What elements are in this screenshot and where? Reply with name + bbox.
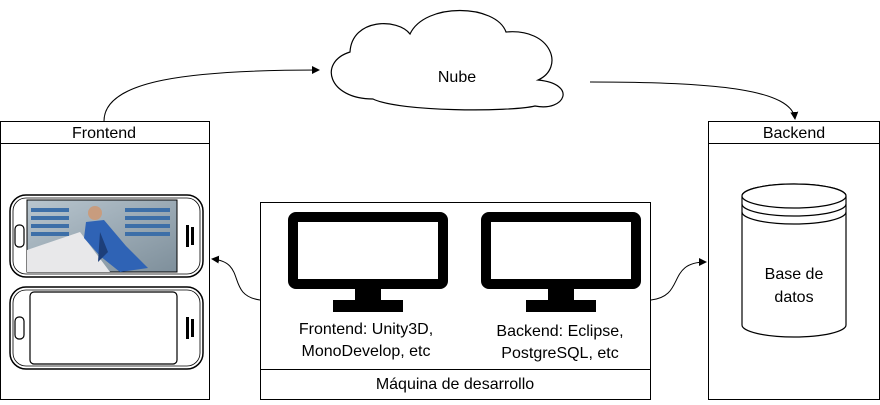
frontend-container: Frontend	[0, 121, 210, 400]
monitor-icon	[288, 212, 448, 312]
database-label-line2: datos	[774, 289, 813, 306]
cloud-node: Nube	[330, 9, 564, 111]
dev-to-frontend-arrow	[211, 255, 261, 301]
frontend-to-cloud-arrow	[103, 66, 320, 122]
phone-speaker-icon	[186, 317, 194, 339]
phone-home-button	[14, 316, 25, 340]
dev-to-backend-arrow	[650, 258, 707, 301]
dev-machine-container: Máquina de desarrollo Frontend: Unity3D,…	[260, 202, 651, 400]
app-screenshot	[26, 199, 178, 273]
database-top	[741, 183, 847, 209]
phone-with-app	[9, 194, 204, 278]
monitor-icon	[481, 212, 641, 312]
frontend-tools-line2: MonoDevelop, etc	[302, 343, 431, 360]
phone-body-inner	[12, 289, 201, 367]
dev-machine-title: Máquina de desarrollo	[376, 376, 534, 393]
frontend-title: Frontend	[72, 125, 136, 142]
database-label-line1: Base de	[765, 266, 824, 283]
cloud-to-backend-arrow	[589, 81, 799, 120]
backend-border	[708, 121, 880, 400]
database-icon: Base de datos	[741, 183, 847, 338]
frontend-tools-line1: Frontend: Unity3D,	[299, 321, 433, 338]
backend-tools-line2: PostgreSQL, etc	[501, 345, 618, 362]
phone-body-inner	[12, 197, 201, 275]
phone-blank	[9, 286, 204, 370]
backend-tools-line1: Backend: Eclipse,	[496, 323, 623, 340]
phone-speaker-icon	[186, 225, 194, 247]
cloud-shape	[330, 9, 564, 111]
cloud-label: Nube	[438, 69, 476, 86]
backend-container: Backend Base de datos	[708, 121, 880, 400]
avatar-head	[88, 206, 102, 220]
phone-home-button	[14, 224, 25, 248]
phone-screen	[29, 291, 178, 365]
backend-title: Backend	[763, 125, 825, 142]
